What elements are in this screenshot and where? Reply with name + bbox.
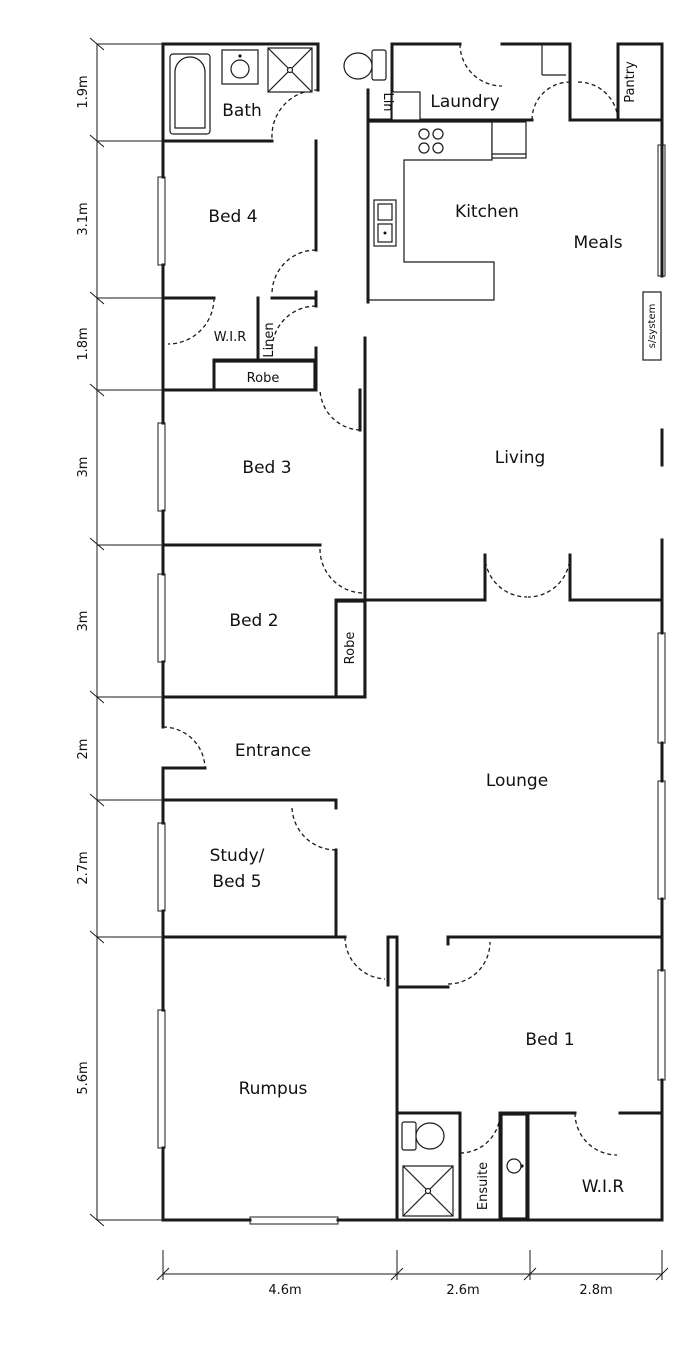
window-bed2 <box>157 573 166 663</box>
label-meals: Meals <box>573 233 622 253</box>
door-entrance <box>162 726 206 769</box>
dim-v-8: 5.6m <box>76 1061 91 1094</box>
label-wir-bottom: W.I.R <box>582 1177 625 1197</box>
room-labels: Bath Laundry Lin Pantry Kitchen Meals Be… <box>208 61 658 1210</box>
door-linen <box>271 305 317 351</box>
dim-h-2: 2.6m <box>446 1283 479 1298</box>
vanity-basin-icon <box>501 1114 527 1219</box>
dim-v-6: 2m <box>76 739 91 760</box>
dim-v-2: 3.1m <box>76 202 91 235</box>
walls <box>161 42 664 1222</box>
doors <box>162 43 619 1156</box>
robe-box-bed2 <box>336 601 365 697</box>
window-study <box>157 822 166 912</box>
door-wir <box>167 297 215 345</box>
window-rumpus <box>157 1009 166 1149</box>
label-kitchen: Kitchen <box>455 202 519 222</box>
label-ensuite: Ensuite <box>476 1162 491 1210</box>
label-bed2: Bed 2 <box>229 611 278 631</box>
label-lounge: Lounge <box>486 771 548 791</box>
fixtures <box>169 47 662 1219</box>
door-living-a <box>484 554 528 598</box>
fridge-icon <box>491 121 527 159</box>
dim-v-4: 3m <box>76 457 91 478</box>
dimension-vertical: 1.9m 3.1m 1.8m 3m 3m 2m 2.7m 5.6m <box>76 37 163 1227</box>
label-bed4: Bed 4 <box>208 207 257 227</box>
window-rumpus-bottom <box>249 1216 339 1225</box>
label-study-1: Study/ <box>210 846 265 866</box>
door-pantry-b <box>577 81 619 121</box>
dim-v-3: 1.8m <box>76 327 91 360</box>
window-bed1 <box>657 969 666 1081</box>
dim-h-3: 2.8m <box>579 1283 612 1298</box>
label-lin: Lin <box>380 92 395 111</box>
label-wir-top: W.I.R <box>214 330 247 345</box>
dimension-horizontal: 4.6m 2.6m 2.8m <box>156 1250 669 1298</box>
label-robe-top: Robe <box>247 371 280 386</box>
door-study <box>291 805 337 851</box>
laundry-tub-icon <box>391 91 421 121</box>
label-bath: Bath <box>222 101 262 121</box>
windows <box>157 144 666 1225</box>
label-robe-bed2: Robe <box>343 632 358 665</box>
toilet-icon <box>343 49 387 81</box>
label-living: Living <box>495 448 546 468</box>
robe-box-top <box>213 361 315 390</box>
label-linen: Linen <box>262 322 277 357</box>
label-s-system: s/system <box>647 304 658 349</box>
window-bed4 <box>157 176 166 266</box>
label-pantry: Pantry <box>623 61 638 103</box>
label-entrance: Entrance <box>235 741 311 761</box>
window-lounge-2 <box>657 780 666 900</box>
door-bath <box>271 89 319 139</box>
door-pantry-a <box>531 81 571 121</box>
label-bed1: Bed 1 <box>525 1030 574 1050</box>
door-bed1 <box>447 941 491 985</box>
door-bed2 <box>319 548 365 594</box>
label-laundry: Laundry <box>430 92 499 112</box>
window-lounge-1 <box>657 632 666 744</box>
dim-v-5: 3m <box>76 611 91 632</box>
label-bed3: Bed 3 <box>242 458 291 478</box>
ensuite-toilet-icon <box>401 1121 445 1151</box>
door-ensuite <box>459 1112 501 1154</box>
door-living-b <box>527 554 571 598</box>
dim-v-7: 2.7m <box>76 851 91 884</box>
door-laundry <box>459 43 503 87</box>
dim-h-1: 4.6m <box>268 1283 301 1298</box>
cooktop-icon <box>418 128 444 154</box>
sink-icon <box>373 199 397 247</box>
window-bed3 <box>157 422 166 512</box>
s-system-panel <box>642 291 662 361</box>
door-rumpus <box>344 936 386 980</box>
label-rumpus: Rumpus <box>239 1079 308 1099</box>
door-wir-bottom <box>574 1112 618 1156</box>
dim-v-1: 1.9m <box>76 75 91 108</box>
label-study-2: Bed 5 <box>212 872 261 892</box>
bathtub-icon <box>169 53 211 135</box>
door-bed3 <box>319 389 361 431</box>
door-bed4 <box>271 249 317 295</box>
